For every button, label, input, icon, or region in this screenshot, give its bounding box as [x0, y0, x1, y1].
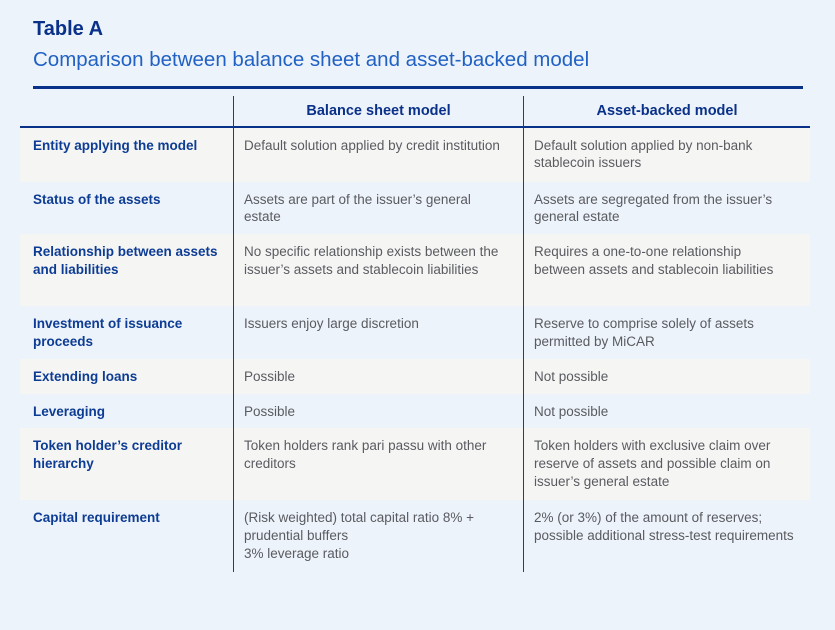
balance-sheet-cell: (Risk weighted) total capital ratio 8% +… — [233, 500, 523, 573]
table-row: Capital requirement (Risk weighted) tota… — [20, 500, 810, 573]
asset-backed-cell: Assets are segregated from the issuer’s … — [523, 181, 810, 235]
table-label: Table A — [33, 18, 104, 40]
row-label-cell: Status of the assets — [33, 191, 161, 207]
row-label-cell: Capital requirement — [33, 510, 160, 526]
balance-sheet-cell: Possible — [233, 358, 523, 394]
row-label-cell: Entity applying the model — [20, 127, 233, 182]
balance-sheet-cell: Token holders rank pari passu with other… — [233, 428, 523, 501]
table-row: Relationship between assets and liabilit… — [20, 234, 810, 307]
asset-backed-cell: Not possible — [523, 358, 810, 394]
comparison-table: Balance sheet model Asset-backed model E… — [20, 95, 810, 573]
asset-backed-cell: Requires a one-to-one relationship betwe… — [523, 234, 810, 307]
table-row: Leveraging Possible Not possible — [20, 393, 810, 429]
table-row: Investment of issuance proceeds Issuers … — [20, 306, 810, 359]
document-header: Table A Comparison between balance sheet… — [0, 0, 835, 89]
empty-header-cell — [20, 96, 233, 128]
balance-sheet-cell: Possible — [233, 393, 523, 429]
row-label-cell: Relationship between assets and liabilit… — [20, 234, 233, 307]
column-header-asset-backed: Asset-backed model — [523, 95, 810, 128]
asset-backed-cell: Token holders with exclusive claim over … — [523, 428, 810, 501]
title-divider-rule — [33, 85, 803, 89]
balance-sheet-cell: Issuers enjoy large discretion — [233, 306, 523, 359]
asset-backed-cell: Default solution applied by non-bank sta… — [523, 127, 810, 182]
table-row: Entity applying the model Default soluti… — [20, 127, 810, 182]
asset-backed-cell: Not possible — [523, 393, 810, 429]
row-label-cell: Token holder’s creditor hierarchy — [20, 428, 233, 501]
row-label-cell: Extending loans — [20, 358, 233, 394]
row-label-cell: Leveraging — [33, 403, 106, 419]
page-title: Comparison between balance sheet and ass… — [33, 48, 590, 71]
balance-sheet-cell: Default solution applied by credit insti… — [233, 127, 523, 182]
column-header-balance-sheet: Balance sheet model — [233, 95, 523, 128]
balance-sheet-cell: No specific relationship exists between … — [233, 234, 523, 307]
table-row: Status of the assets Assets are part of … — [20, 181, 810, 235]
balance-sheet-cell: Assets are part of the issuer’s general … — [233, 181, 523, 235]
table-row: Token holder’s creditor hierarchy Token … — [20, 428, 810, 501]
asset-backed-cell: Reserve to comprise solely of assets per… — [523, 306, 810, 359]
table-header-row: Balance sheet model Asset-backed model — [20, 95, 810, 128]
asset-backed-cell: 2% (or 3%) of the amount of reserves; po… — [523, 500, 810, 573]
table-row: Extending loans Possible Not possible — [20, 358, 810, 394]
row-label-cell: Investment of issuance proceeds — [33, 316, 183, 350]
